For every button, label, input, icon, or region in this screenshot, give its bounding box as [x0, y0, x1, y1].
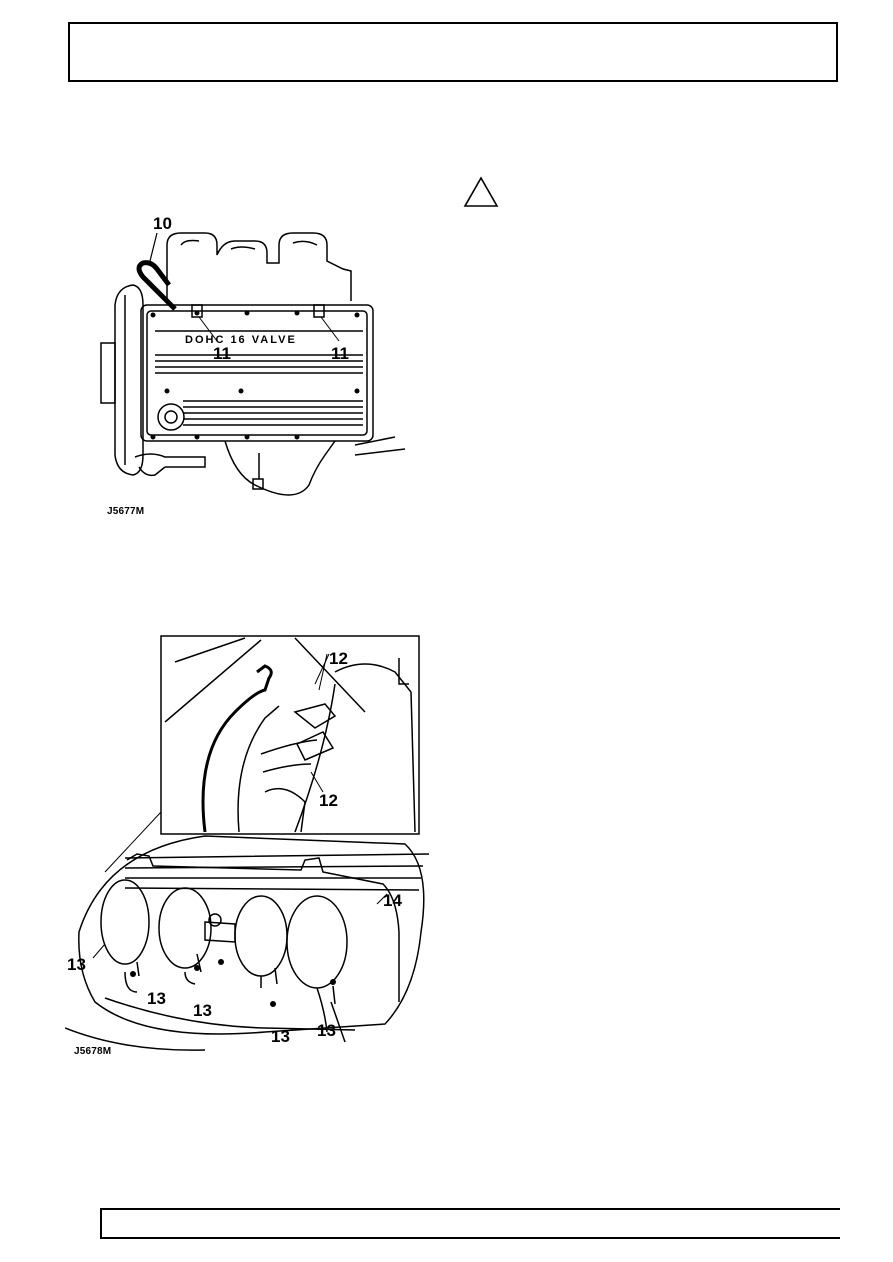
- callout-11-right: 11: [331, 344, 349, 363]
- callout-13-second: 13: [147, 989, 166, 1008]
- warning-triangle-icon: [463, 176, 499, 207]
- callout-10: 10: [153, 214, 172, 233]
- callout-13-right: 13: [317, 1021, 336, 1040]
- figure-code: J5677M: [107, 506, 145, 517]
- callout-12-lower: 12: [319, 791, 338, 810]
- callout-12-upper: 12: [329, 649, 348, 668]
- page-footer-box: [100, 1208, 840, 1239]
- callout-13-fourth: 13: [271, 1027, 290, 1046]
- figure-inlet-manifold: 12 12 13 13 13 13 13 14: [65, 635, 430, 1051]
- callout-11-left: 11: [213, 344, 231, 363]
- callout-13-left: 13: [67, 955, 86, 974]
- cover-engraving: DOHC 16 VALVE: [185, 334, 297, 346]
- callout-13-third: 13: [193, 1001, 212, 1020]
- callout-14: 14: [383, 891, 402, 910]
- figure-engine-cover: DOHC 16 VALVE 10 11 11: [100, 214, 406, 496]
- page-header-box: [68, 22, 838, 82]
- figure-code: J5678M: [74, 1046, 112, 1057]
